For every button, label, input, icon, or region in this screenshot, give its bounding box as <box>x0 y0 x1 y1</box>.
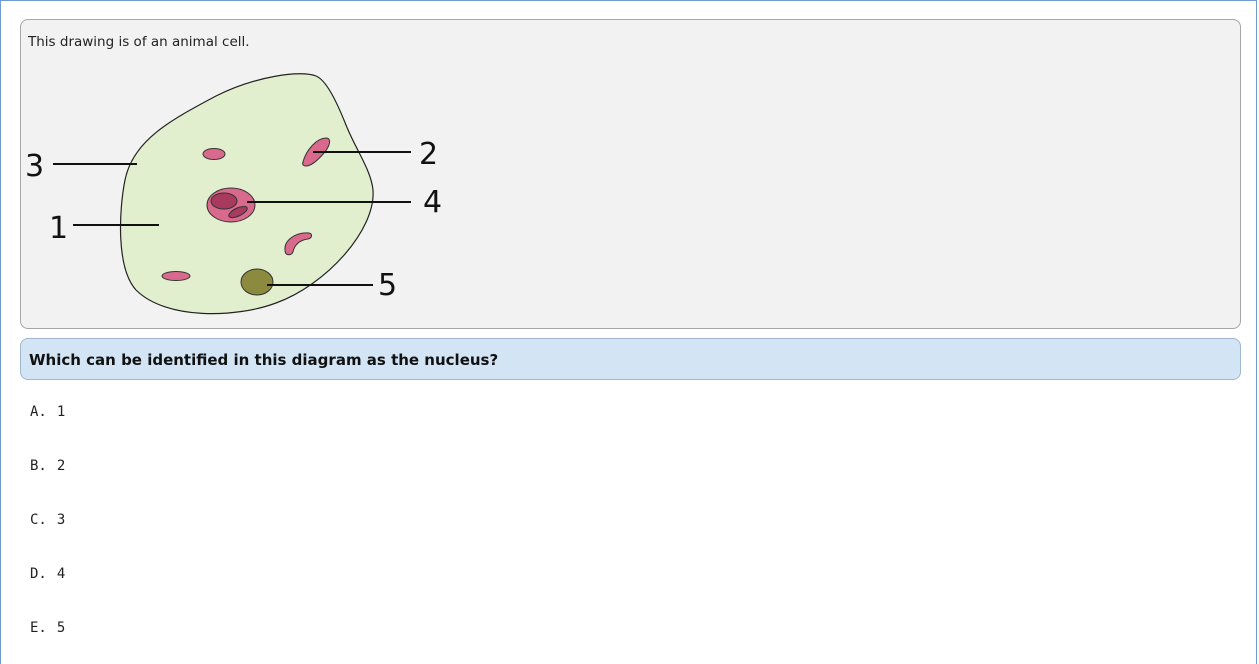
label-5: 5 <box>378 268 397 303</box>
choice-letter: E. <box>30 620 47 636</box>
choice-text: 4 <box>57 566 65 582</box>
choice-text: 3 <box>57 512 65 528</box>
choice-text: 5 <box>57 620 65 636</box>
choice-text: 1 <box>57 404 65 420</box>
choice-e[interactable]: E. 5 <box>30 620 65 636</box>
organelle-small-top <box>203 149 225 160</box>
choice-letter: A. <box>30 404 47 420</box>
choice-c[interactable]: C. 3 <box>30 512 65 528</box>
label-1: 1 <box>49 211 68 246</box>
choice-letter: B. <box>30 458 47 474</box>
label-3: 3 <box>25 149 44 184</box>
stimulus-panel: This drawing is of an animal cell. 3 1 2… <box>20 19 1241 329</box>
choice-text: 2 <box>57 458 65 474</box>
animal-cell-diagram: 3 1 2 4 5 <box>21 20 461 330</box>
label-4: 4 <box>423 185 442 220</box>
choice-a[interactable]: A. 1 <box>30 404 65 420</box>
choice-letter: D. <box>30 566 47 582</box>
question-bar: Which can be identified in this diagram … <box>20 338 1241 380</box>
choice-b[interactable]: B. 2 <box>30 458 65 474</box>
nucleolus-4 <box>211 193 237 209</box>
organelle-5 <box>241 269 273 295</box>
choice-letter: C. <box>30 512 47 528</box>
question-prompt: Which can be identified in this diagram … <box>29 351 498 369</box>
organelle-small-bottom <box>162 272 190 281</box>
label-2: 2 <box>419 137 438 172</box>
choice-d[interactable]: D. 4 <box>30 566 65 582</box>
